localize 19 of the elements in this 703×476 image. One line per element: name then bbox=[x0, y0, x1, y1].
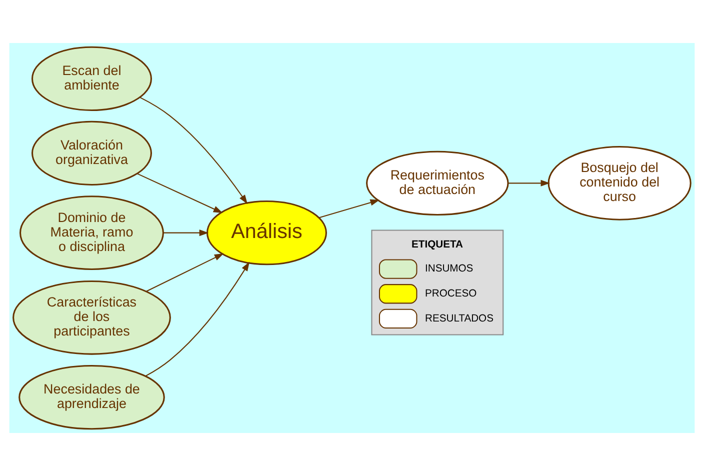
node-ellipse: Bosquejo del contenido del curso bbox=[547, 146, 691, 220]
node-ellipse: Análisis bbox=[206, 200, 326, 266]
legend-label: PROCESO bbox=[424, 288, 476, 300]
node-ellipse: Valoración organizativa bbox=[30, 120, 152, 186]
legend-label: RESULTADOS bbox=[424, 313, 493, 324]
node-ellipse: Características de los participantes bbox=[12, 280, 170, 355]
legend-label: INSUMOS bbox=[424, 264, 473, 275]
node-ellipse: Dominio de Materia, ramo o disciplina bbox=[18, 196, 164, 270]
arrow bbox=[144, 262, 250, 377]
arrow bbox=[163, 230, 208, 236]
node-ellipse: Escan del ambiente bbox=[30, 46, 152, 112]
node-ellipse: Necesidades de aprendizaje bbox=[18, 364, 164, 430]
arrow bbox=[146, 253, 224, 292]
label: ETIQUETA bbox=[411, 239, 463, 250]
arrow bbox=[136, 173, 222, 214]
node-ellipse: Requerimientos de actuación bbox=[366, 150, 508, 216]
arrow bbox=[318, 199, 380, 218]
arrow bbox=[139, 96, 248, 204]
arrow bbox=[508, 180, 550, 186]
